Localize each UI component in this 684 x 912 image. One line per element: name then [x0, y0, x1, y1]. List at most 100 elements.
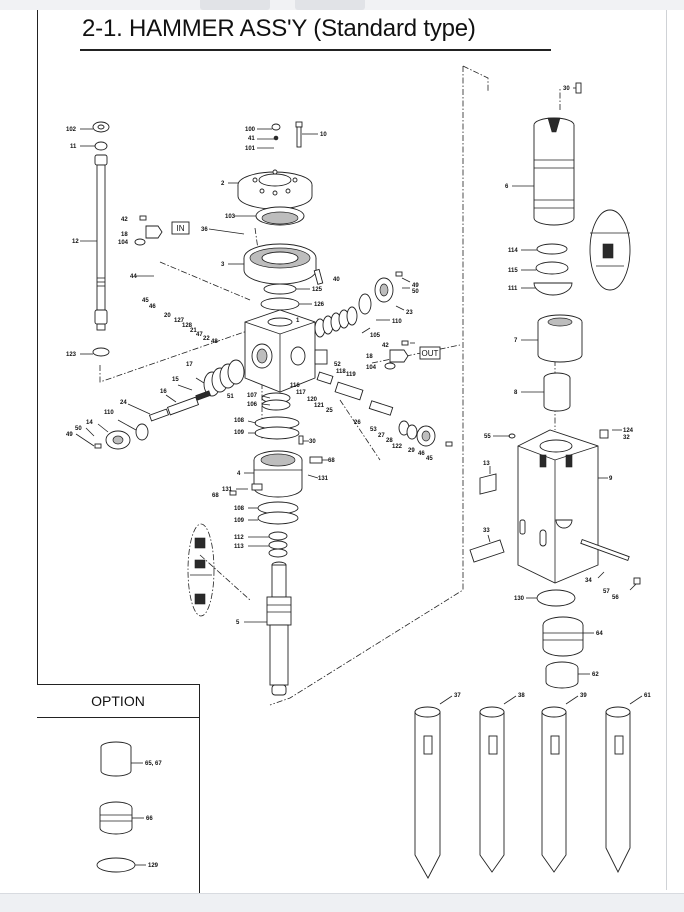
- callout: 55: [484, 434, 491, 440]
- callout: 7: [514, 338, 518, 344]
- callout: 126: [314, 302, 325, 308]
- callout: 44: [130, 274, 137, 280]
- callout: 6: [505, 184, 509, 190]
- callout: 105: [370, 333, 381, 339]
- bottom-bushing-stack: [536, 589, 584, 689]
- callout: 106: [247, 402, 258, 408]
- callout: 9: [609, 476, 613, 482]
- callout: 45: [142, 298, 149, 304]
- callout: 32: [623, 435, 630, 441]
- middle-seals: [254, 392, 304, 445]
- callout-numbers: 102 11 12 123 100 41 101 10 2 42 18 104 …: [66, 86, 651, 869]
- callout: 62: [592, 672, 599, 678]
- callout: 104: [366, 365, 377, 371]
- callout: 110: [104, 410, 114, 416]
- callout: 115: [508, 268, 518, 274]
- callout: 18: [366, 354, 373, 360]
- callout: 11: [70, 144, 77, 150]
- callout: 108: [234, 506, 245, 512]
- callout: 12: [72, 239, 79, 245]
- front-head: [229, 450, 323, 498]
- in-port-label: IN: [177, 224, 185, 233]
- callout: 101: [245, 146, 256, 152]
- bottom-strip: [0, 893, 684, 912]
- callout: 48: [211, 339, 218, 345]
- toolbar-tab-left[interactable]: [200, 0, 270, 10]
- callout: 49: [66, 432, 73, 438]
- callout: 121: [314, 403, 325, 409]
- callout: 103: [225, 214, 236, 220]
- callout: 130: [514, 596, 525, 602]
- callout: 25: [326, 408, 333, 414]
- callout: 27: [378, 433, 385, 439]
- callout: 1: [296, 318, 300, 324]
- callout: 56: [612, 595, 619, 601]
- title-underline: [80, 49, 551, 51]
- chisel-tools: [414, 706, 631, 879]
- page-edge: [666, 10, 667, 890]
- callout: 21: [190, 328, 197, 334]
- callout: 42: [121, 217, 128, 223]
- option-parts: [96, 741, 136, 873]
- callout: 104: [118, 240, 129, 246]
- left-valve-group: [94, 359, 245, 450]
- callout: 119: [346, 372, 356, 378]
- callout: 68: [328, 458, 335, 464]
- callout: 102: [66, 127, 77, 133]
- callout: 120: [307, 397, 318, 403]
- leader-lines: [75, 87, 643, 866]
- callout: 110: [392, 319, 402, 325]
- callout: 131: [222, 487, 233, 493]
- toolbar-tab-right[interactable]: [295, 0, 365, 10]
- callout: 107: [247, 393, 258, 399]
- callout: 39: [580, 693, 587, 699]
- callout: 52: [334, 362, 341, 368]
- callout: 23: [406, 310, 413, 316]
- head-cap-assembly: [237, 121, 324, 285]
- page-title: 2-1. HAMMER ASS'Y (Standard type): [82, 15, 476, 42]
- callout: 34: [585, 578, 592, 584]
- callout: 129: [148, 863, 159, 869]
- seal-detail-inset: [187, 523, 215, 617]
- callout: 111: [508, 286, 518, 292]
- callout: 24: [120, 400, 127, 406]
- callout: 66: [146, 816, 153, 822]
- callout: 17: [186, 362, 193, 368]
- callout: 14: [86, 420, 93, 426]
- callout: 42: [382, 343, 389, 349]
- out-port-label: OUT: [422, 349, 439, 358]
- callout: 114: [508, 248, 518, 254]
- callout: 40: [333, 277, 340, 283]
- callout: 18: [121, 232, 128, 238]
- callout: 117: [296, 390, 306, 396]
- callout: 108: [234, 418, 245, 424]
- callout: 124: [623, 428, 634, 434]
- callout: 15: [172, 377, 179, 383]
- outer-sleeve-assembly: [533, 82, 631, 412]
- callout: 64: [596, 631, 603, 637]
- callout: 33: [483, 528, 490, 534]
- lower-seals: [257, 501, 299, 558]
- callout: 125: [312, 287, 323, 293]
- callout: 123: [66, 352, 77, 358]
- callout: 53: [370, 427, 377, 433]
- callout: 57: [603, 589, 610, 595]
- callout: 68: [212, 493, 219, 499]
- callout: 3: [221, 262, 225, 268]
- callout: 16: [160, 389, 167, 395]
- callout: 49: [412, 283, 419, 289]
- callout: 22: [203, 336, 210, 342]
- retaining-pins: [469, 473, 505, 563]
- callout: 116: [290, 383, 300, 389]
- callout: 4: [237, 471, 241, 477]
- browser-top-strip: [0, 0, 684, 10]
- callout: 122: [392, 444, 403, 450]
- callout: 10: [320, 132, 327, 138]
- cylinder-body: [244, 309, 328, 393]
- option-heading: OPTION: [37, 685, 199, 718]
- spring-105: [314, 271, 403, 338]
- callout: 109: [234, 518, 245, 524]
- callout: 51: [227, 394, 234, 400]
- callout: 8: [514, 390, 518, 396]
